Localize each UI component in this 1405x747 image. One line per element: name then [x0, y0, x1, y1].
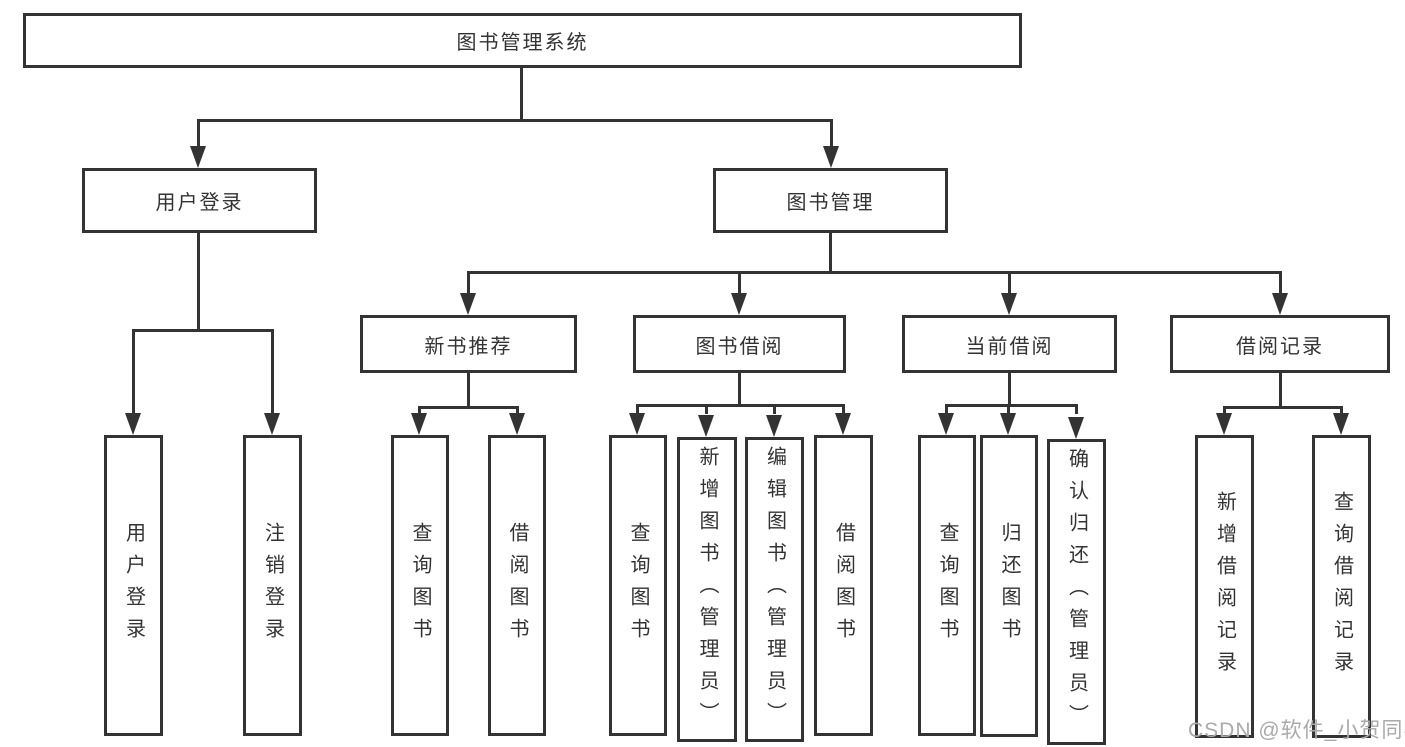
connector-line [1075, 404, 1078, 414]
connector-line [1008, 271, 1011, 295]
arrowhead-down-icon [1000, 413, 1016, 435]
node-borrowing-records: 借阅记录 [1170, 315, 1390, 373]
connector-line [945, 404, 1078, 407]
leaf-return-books: 归还图书 [980, 435, 1038, 737]
node-book-management-label: 图书管理 [786, 192, 875, 214]
leaf-edit-books-admin: 编辑图书（管理员） [745, 437, 804, 742]
connector-line [467, 373, 470, 409]
arrowhead-down-icon [460, 293, 476, 315]
connector-line [705, 404, 708, 414]
leaf-logout: 注销登录 [243, 435, 302, 736]
leaf-query-borrow-record-label: 查询借阅记录 [1330, 490, 1353, 683]
connector-line [773, 404, 776, 414]
leaf-query-books-current-label: 查询图书 [936, 521, 958, 650]
arrowhead-down-icon [1068, 417, 1084, 439]
arrowhead-down-icon [823, 146, 839, 168]
connector-line [1223, 406, 1343, 409]
arrowhead-down-icon [1333, 413, 1349, 435]
leaf-borrow-books-recommend-label: 借阅图书 [506, 521, 528, 650]
arrowhead-down-icon [264, 413, 280, 435]
connector-line [842, 404, 845, 414]
connector-line [636, 404, 639, 414]
arrowhead-down-icon [766, 415, 782, 437]
leaf-logout-label: 注销登录 [261, 521, 284, 650]
connector-line [197, 119, 200, 149]
connector-line [1223, 406, 1226, 416]
arrowhead-down-icon [509, 413, 525, 435]
connector-line [738, 271, 741, 295]
leaf-query-books-borrowing: 查询图书 [609, 435, 667, 736]
connector-line [1279, 373, 1282, 409]
connector-line [1279, 271, 1282, 295]
leaf-query-borrow-record: 查询借阅记录 [1312, 435, 1371, 738]
node-user-login: 用户登录 [82, 168, 317, 233]
leaf-user-login: 用户登录 [104, 435, 163, 736]
node-new-book-recommend: 新书推荐 [360, 315, 577, 373]
connector-line [945, 404, 948, 414]
leaf-query-books-borrowing-label: 查询图书 [627, 521, 649, 650]
node-user-login-label: 用户登录 [155, 192, 244, 214]
connector-line [418, 406, 519, 409]
leaf-add-borrow-record: 新增借阅记录 [1195, 435, 1254, 738]
connector-line [418, 406, 421, 416]
node-book-borrowing-label: 图书借阅 [695, 335, 784, 358]
connector-line [467, 271, 1282, 274]
arrowhead-down-icon [411, 413, 427, 435]
leaf-confirm-return-admin-label: 确认归还（管理员） [1065, 448, 1088, 736]
connector-line [467, 271, 470, 295]
arrowhead-down-icon [1001, 293, 1017, 315]
node-new-book-recommend-label: 新书推荐 [424, 335, 513, 358]
connector-line [197, 119, 833, 122]
arrowhead-down-icon [1272, 293, 1288, 315]
leaf-query-books-recommend: 查询图书 [391, 435, 449, 736]
leaf-query-books-current: 查询图书 [918, 435, 976, 736]
connector-line [132, 329, 135, 415]
leaf-borrow-books: 借阅图书 [814, 435, 873, 736]
connector-line [1340, 406, 1343, 416]
connector-line [197, 233, 200, 332]
leaf-query-books-recommend-label: 查询图书 [409, 521, 431, 650]
connector-line [738, 373, 741, 407]
leaf-edit-books-admin-label: 编辑图书（管理员） [763, 445, 786, 734]
connector-line [1007, 404, 1010, 414]
node-borrowing-records-label: 借阅记录 [1236, 335, 1324, 358]
connector-line [829, 233, 832, 274]
leaf-add-books-admin: 新增图书（管理员） [677, 437, 737, 742]
leaf-borrow-books-label: 借阅图书 [832, 521, 855, 650]
connector-line [1008, 373, 1011, 407]
leaf-borrow-books-recommend: 借阅图书 [488, 435, 546, 736]
arrowhead-down-icon [125, 413, 141, 435]
node-current-borrowing: 当前借阅 [902, 315, 1117, 373]
connector-line [516, 406, 519, 416]
leaf-add-borrow-record-label: 新增借阅记录 [1213, 490, 1236, 683]
node-current-borrowing-label: 当前借阅 [965, 335, 1054, 358]
csdn-watermark: CSDN @软件_小贺同学 [1188, 719, 1405, 742]
arrowhead-down-icon [190, 146, 206, 168]
arrowhead-down-icon [731, 293, 747, 315]
arrowhead-down-icon [698, 415, 714, 437]
connector-line [271, 329, 274, 415]
connector-line [132, 329, 274, 332]
node-book-borrowing: 图书借阅 [633, 315, 846, 373]
leaf-add-books-admin-label: 新增图书（管理员） [696, 445, 718, 734]
arrowhead-down-icon [938, 413, 954, 435]
arrowhead-down-icon [835, 413, 851, 435]
leaf-user-login-label: 用户登录 [122, 521, 145, 650]
arrowhead-down-icon [629, 413, 645, 435]
connector-line [830, 119, 833, 149]
node-book-management: 图书管理 [713, 168, 948, 233]
connector-line [636, 404, 845, 407]
arrowhead-down-icon [1216, 413, 1232, 435]
leaf-confirm-return-admin: 确认归还（管理员） [1047, 439, 1106, 745]
leaf-return-books-label: 归还图书 [998, 522, 1020, 650]
node-root-label: 图书管理系统 [456, 32, 589, 54]
node-root: 图书管理系统 [23, 13, 1022, 68]
connector-line [520, 68, 523, 122]
